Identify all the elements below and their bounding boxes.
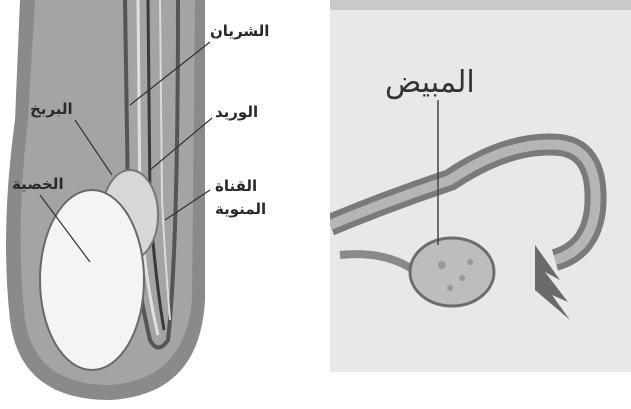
label-vas-deferens-line1: القناة: [215, 177, 257, 195]
ovary-shape: [410, 238, 494, 306]
follicle-dot: [438, 261, 446, 269]
label-ovary: المبيض: [385, 65, 475, 100]
ovary-illustration: [330, 10, 631, 372]
label-vein: الوريد: [215, 103, 258, 121]
follicle-dot: [459, 275, 465, 281]
label-vas-deferens-line2: المنوية: [215, 200, 266, 218]
label-artery: الشريان: [210, 22, 269, 40]
label-epididymis: البربخ: [30, 100, 73, 118]
ovary-diagram: المبيض: [330, 0, 631, 372]
label-testis: الخصية: [12, 175, 64, 193]
follicle-dot: [467, 259, 473, 265]
testis-shape: [40, 190, 144, 370]
male-reproductive-diagram: الشريان الوريد البربخ القناة المنوية الخ…: [0, 0, 320, 409]
follicle-dot: [447, 285, 453, 291]
testis-illustration: [0, 0, 320, 409]
